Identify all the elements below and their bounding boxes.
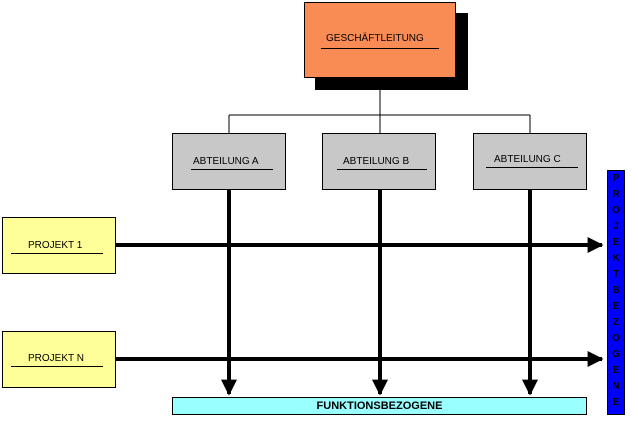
department-underline-c [486,167,578,168]
project-box-1[interactable]: PROJEKT 1 [2,217,116,274]
project-related-letter: R [612,189,620,200]
top-management-underline [321,48,439,49]
department-underline-a [191,169,273,170]
project-related-letter: J [613,221,619,232]
department-box-a[interactable]: ABTEILUNG A [172,133,286,190]
department-underline-b [337,169,427,170]
project-related-letter: T [612,269,620,280]
project-label-n: PROJEKT N [28,353,84,364]
project-related-letter: E [612,365,620,376]
project-related-letter: B [612,285,620,296]
project-related-letter: E [612,301,620,312]
project-related-letter: E [612,397,620,408]
department-label-a: ABTEILUNG A [193,156,259,167]
project-related-letter: K [612,253,620,264]
function-related-bar: FUNKTIONSBEZOGENE [172,397,587,415]
project-box-n[interactable]: PROJEKT N [2,331,116,388]
project-related-letter: P [612,173,620,184]
project-related-letter: Z [612,317,620,328]
top-management-label: GESCHÄFTLEITUNG [326,33,424,44]
project-label-1: PROJEKT 1 [28,240,83,251]
department-box-b[interactable]: ABTEILUNG B [322,133,436,190]
project-related-letter: N [612,381,620,392]
top-management-box[interactable]: GESCHÄFTLEITUNG [304,2,456,78]
department-label-b: ABTEILUNG B [343,156,410,167]
department-label-c: ABTEILUNG C [494,154,561,165]
project-related-letter: O [612,205,620,216]
project-related-letter: G [612,349,620,360]
department-box-c[interactable]: ABTEILUNG C [473,133,587,190]
project-underline-n [11,366,103,367]
project-related-letter: O [612,333,620,344]
project-related-bar: P R O J E K T B E Z O G E N E [607,170,625,415]
project-underline-1 [11,253,103,254]
project-related-letter: E [612,237,620,248]
